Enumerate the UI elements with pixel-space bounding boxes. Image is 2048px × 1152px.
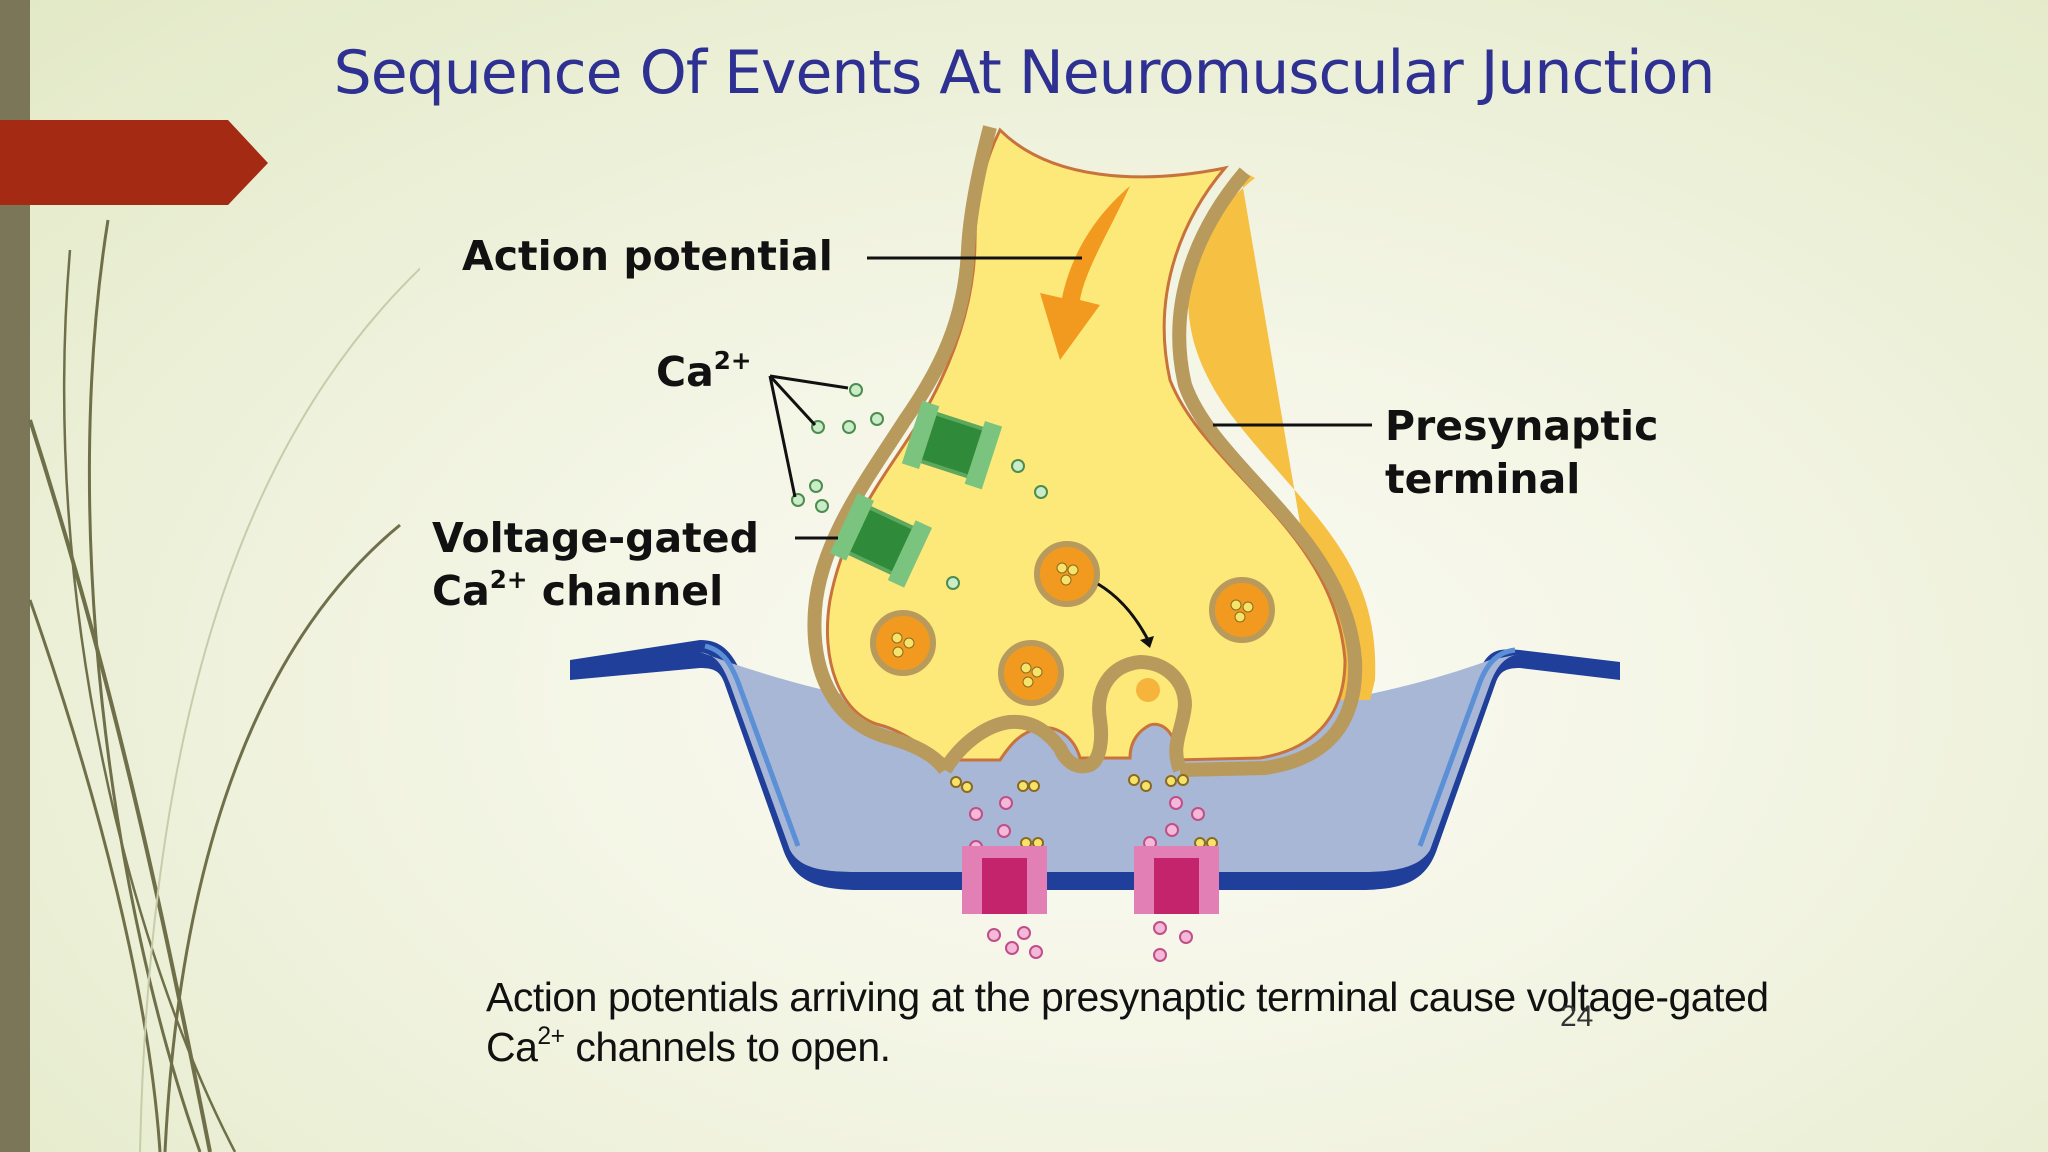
- label-presynaptic-line1: Presynaptic: [1385, 402, 1659, 450]
- label-ca-charge: 2+: [713, 345, 752, 375]
- label-presynaptic-line2: terminal: [1385, 455, 1581, 504]
- label-ca-ion: Ca2+: [656, 346, 752, 399]
- caption-part1: Action potentials arriving at the presyn…: [486, 974, 1769, 1070]
- caption-superscript: 2+: [537, 1022, 565, 1050]
- synaptic-vesicles: [870, 541, 1275, 706]
- exocytosis-arrow: [1097, 582, 1150, 641]
- label-vg-charge: 2+: [489, 565, 528, 595]
- accent-arrow-banner: [0, 120, 268, 205]
- label-vg-ca: Ca: [432, 567, 490, 616]
- decorative-curves: [28, 219, 420, 1152]
- label-voltage-gated-channel: Voltage-gated Ca2+ channel: [432, 512, 759, 619]
- voltage-gated-ca-channel-upper: [901, 400, 1003, 490]
- ach-receptor-right: [1134, 846, 1219, 914]
- label-vg-channel: channel: [527, 567, 724, 616]
- slide-caption: Action potentials arriving at the presyn…: [486, 972, 1806, 1072]
- label-action-potential: Action potential: [462, 232, 833, 280]
- slide-title: Sequence Of Events At Neuromuscular Junc…: [333, 38, 1716, 108]
- label-ca-text: Ca: [656, 348, 714, 396]
- ach-receptor-left: [962, 846, 1047, 914]
- label-vg-line1: Voltage-gated: [432, 514, 759, 562]
- action-potential-arrow: [1040, 186, 1130, 360]
- voltage-gated-ca-channel-lower: [829, 493, 933, 588]
- caption-part2: channels to open.: [564, 1024, 891, 1070]
- label-vg-line2: Ca2+ channel: [432, 565, 759, 618]
- muscle-fiber: [570, 640, 1620, 890]
- sodium-ions: [969, 796, 1205, 962]
- page-number: 24: [1560, 1000, 1594, 1033]
- acetylcholine-molecules: [950, 774, 1218, 849]
- ca-ions: [791, 383, 1048, 590]
- label-presynaptic-terminal: Presynaptic terminal: [1385, 400, 1658, 507]
- pointer-lines: [768, 256, 1372, 540]
